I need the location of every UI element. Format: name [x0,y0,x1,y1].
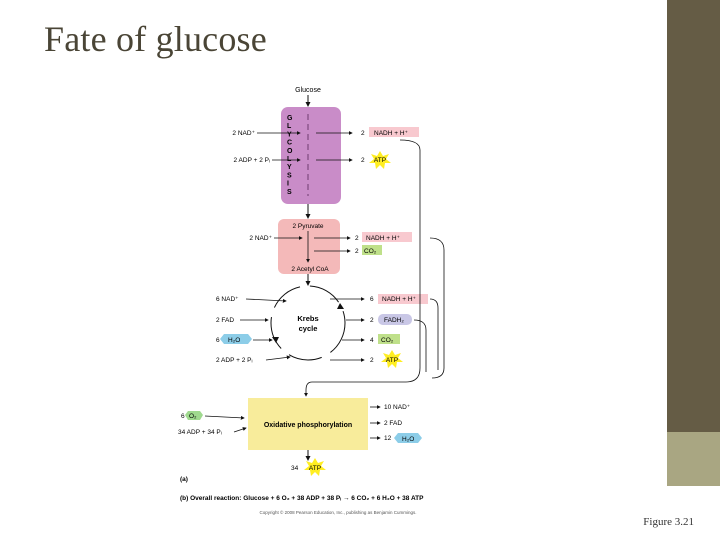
pyruvate-co2-tag [362,245,382,255]
oxphos-adp-arrow [233,427,247,433]
acetyl-coa-label: 2 Acetyl CoA [291,266,329,273]
krebs-co2-label: CO₂ [381,337,394,344]
pyruvate-nadh-count: 2 [355,235,359,242]
oxphos-adp-in: 34 ADP + 34 Pᵢ [178,429,222,436]
glycolysis-nadh-tag [369,127,419,137]
pyruvate-to-oxphos-path [429,237,445,379]
krebs-arrow-1 [337,303,344,309]
overall-reaction: (b) Overall reaction: Glucose + 6 O₂ + 3… [180,495,424,502]
krebs-fadh-to-oxphos-path [413,319,427,372]
oxphos-o2-tag [185,411,203,420]
pyruvate-co2-count: 2 [355,248,359,255]
oxphos-atp-star [304,458,326,476]
glycolysis-to-oxphos-path [304,139,421,397]
copyright-note: Copyright © 2008 Pearson Education, Inc.… [260,509,417,515]
glycolysis-letter: S [287,172,292,179]
oxphos-box [248,398,368,450]
side-bar-light [667,432,720,486]
pyruvate-label: 2 Pyruvate [292,223,323,230]
glycolysis-letter: L [287,123,292,130]
krebs-fadh-tag [378,314,412,325]
krebs-h2o-label: H₂O [228,337,240,344]
krebs-atp-count: 2 [370,357,374,364]
krebs-nadh-count: 6 [370,296,374,303]
oxphos-h2o-count: 12 [384,435,392,442]
glycolysis-letter: C [287,140,292,147]
krebs-co2-count: 4 [370,337,374,344]
krebs-nadh-label: NADH + H⁺ [382,296,417,303]
krebs-fadh-label: FADH₂ [384,317,404,324]
glycolysis-nadh-count: 2 [361,130,365,137]
glycolysis-letter: S [287,189,292,196]
krebs-fad-in: 2 FAD [216,317,234,324]
slide-title: Fate of glucose [44,19,267,59]
glucose-label: Glucose [295,87,321,94]
krebs-cycle-ring [270,285,346,361]
oxphos-nad-out: 10 NAD⁺ [384,404,411,411]
krebs-label-1: Krebs [297,314,318,323]
glycolysis-letter: G [287,115,293,122]
krebs-adp-in: 2 ADP + 2 Pᵢ [216,357,253,364]
oxphos-label: Oxidative phosphorylation [264,422,352,429]
glycolysis-adp-in: 2 ADP + 2 Pᵢ [234,157,271,164]
krebs-co2-tag [378,334,400,344]
krebs-nadh-tag [378,294,428,304]
oxphos-h2o-tag [394,433,422,443]
oxphos-o2-count: 6 [181,413,185,420]
krebs-nadh-to-oxphos-path [429,298,439,370]
oxphos-atp-count: 34 [291,465,299,472]
side-bar-gap [667,486,720,540]
glycolysis-atp-count: 2 [361,157,365,164]
glycolysis-letter: Y [287,131,292,138]
krebs-arrow-2 [272,337,279,343]
glycolysis-nadh-label: NADH + H⁺ [374,130,409,137]
side-bar-dark [667,0,720,432]
glycolysis-letter: O [287,148,293,155]
krebs-atp-label: ATP [386,357,398,364]
pyruvate-nadh-tag [362,232,412,242]
oxphos-o2-arrow [204,415,245,420]
glycolysis-letter: I [287,181,289,188]
glycolysis-letter: Y [287,164,292,171]
pyruvate-co2-label: CO₂ [364,248,377,255]
glycolysis-letter: L [287,156,292,163]
glycolysis-nad-in: 2 NAD⁺ [232,130,255,137]
glycolysis-atp-label: ATP [374,157,386,164]
krebs-fadh-count: 2 [370,317,374,324]
glycolysis-atp-star [369,151,391,169]
krebs-h2o-tag [220,334,252,344]
oxphos-fad-out: 2 FAD [384,420,402,427]
pyruvate-nad-in: 2 NAD⁺ [249,235,272,242]
krebs-h2o-count: 6 [216,337,220,344]
pyruvate-nadh-label: NADH + H⁺ [366,235,401,242]
oxphos-o2-label: O₂ [189,413,197,420]
krebs-adp-arrow [265,355,291,361]
krebs-nad-arrow [245,298,287,303]
oxphos-h2o-label: H₂O [402,436,414,443]
krebs-atp-star [381,350,403,368]
panel-a-label: (a) [180,476,188,483]
figure-caption: Figure 3.21 [643,516,694,528]
krebs-nad-in: 6 NAD⁺ [216,296,239,303]
krebs-label-2: cycle [299,324,318,333]
oxphos-atp-label: ATP [309,465,321,472]
pyruvate-box [278,219,340,274]
glycolysis-box [281,107,341,204]
